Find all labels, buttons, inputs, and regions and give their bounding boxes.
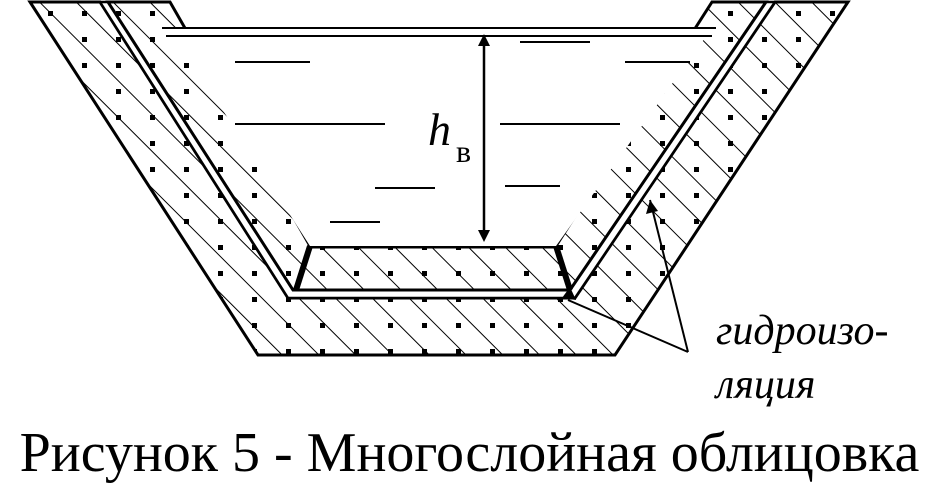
waterproofing-leaders	[562, 199, 689, 353]
water	[162, 27, 716, 246]
waterproofing-label-line1: гидроизо-	[716, 308, 888, 354]
waterproofing-label-line2: ляция	[714, 362, 815, 408]
water-depth-subscript: в	[456, 133, 471, 169]
water-depth-symbol: h	[428, 104, 451, 155]
water-depth-dimension: h в	[428, 34, 490, 242]
figure-caption: Рисунок 5 - Многослойная облицовка	[19, 422, 920, 484]
